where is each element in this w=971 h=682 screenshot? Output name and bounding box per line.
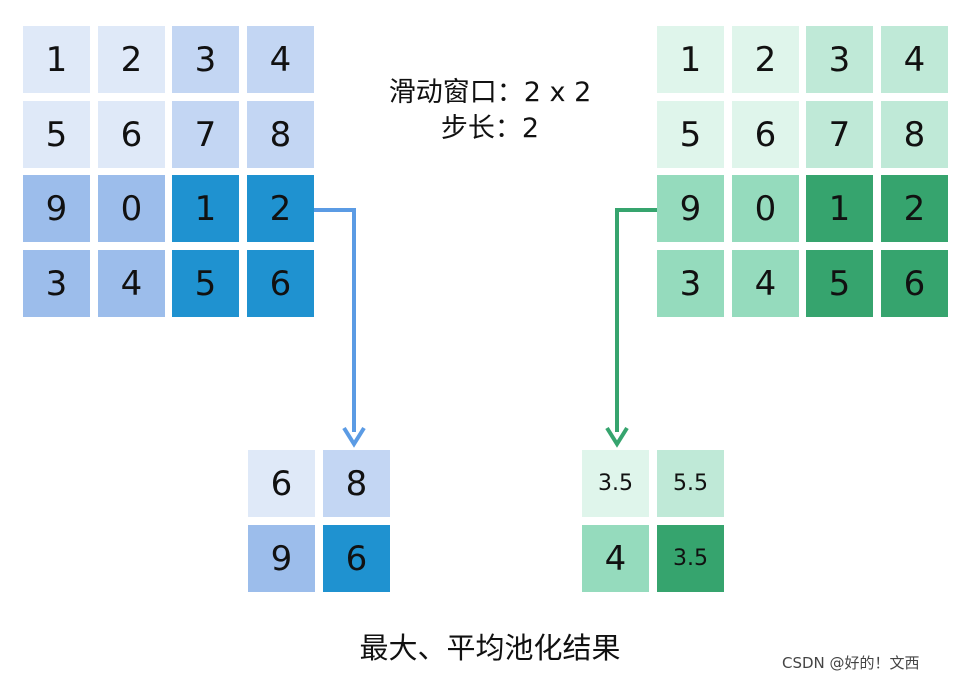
avg-input-cell: 0 xyxy=(732,175,799,242)
avg-input-cell: 4 xyxy=(881,26,948,93)
avg-result-cell: 3.5 xyxy=(657,525,724,592)
max-input-cell: 4 xyxy=(247,26,314,93)
max-input-cell: 5 xyxy=(23,101,90,168)
pooling-result-title: 最大、平均池化结果 xyxy=(359,631,621,665)
avg-result-cell: 5.5 xyxy=(657,450,724,517)
avg-pool-arrow-line xyxy=(615,208,657,432)
avg-input-cell: 3 xyxy=(806,26,873,93)
avg-input-cell: 2 xyxy=(881,175,948,242)
max-result-cell: 6 xyxy=(323,525,390,592)
avg-input-cell: 8 xyxy=(881,101,948,168)
max-result-cell: 9 xyxy=(248,525,315,592)
max-input-cell: 6 xyxy=(247,250,314,317)
stride-label: 步长：2 xyxy=(440,113,540,144)
max-input-cell: 3 xyxy=(23,250,90,317)
max-input-cell: 3 xyxy=(172,26,239,93)
max-input-cell: 0 xyxy=(98,175,165,242)
avg-input-cell: 7 xyxy=(806,101,873,168)
watermark: CSDN @好的！文西 xyxy=(782,654,920,672)
avg-input-cell: 6 xyxy=(881,250,948,317)
max-input-cell: 2 xyxy=(98,26,165,93)
avg-result-cell: 4 xyxy=(582,525,649,592)
max-input-cell: 1 xyxy=(172,175,239,242)
max-result-cell: 8 xyxy=(323,450,390,517)
max-input-cell: 7 xyxy=(172,101,239,168)
max-input-cell: 6 xyxy=(98,101,165,168)
max-result-cell: 6 xyxy=(248,450,315,517)
avg-input-cell: 3 xyxy=(657,250,724,317)
avg-input-cell: 5 xyxy=(657,101,724,168)
avg-input-cell: 6 xyxy=(732,101,799,168)
avg-input-cell: 2 xyxy=(732,26,799,93)
avg-input-cell: 9 xyxy=(657,175,724,242)
max-pool-arrow-head xyxy=(342,426,366,448)
max-pool-arrow-line xyxy=(314,208,356,432)
sliding-window-label: 滑动窗口：2 x 2 xyxy=(388,77,592,108)
max-input-cell: 5 xyxy=(172,250,239,317)
max-input-cell: 2 xyxy=(247,175,314,242)
max-input-cell: 4 xyxy=(98,250,165,317)
avg-input-cell: 1 xyxy=(806,175,873,242)
avg-result-cell: 3.5 xyxy=(582,450,649,517)
avg-input-cell: 5 xyxy=(806,250,873,317)
avg-input-cell: 4 xyxy=(732,250,799,317)
max-input-cell: 8 xyxy=(247,101,314,168)
avg-pool-arrow-head xyxy=(605,426,629,448)
max-input-cell: 9 xyxy=(23,175,90,242)
max-input-cell: 1 xyxy=(23,26,90,93)
avg-input-cell: 1 xyxy=(657,26,724,93)
